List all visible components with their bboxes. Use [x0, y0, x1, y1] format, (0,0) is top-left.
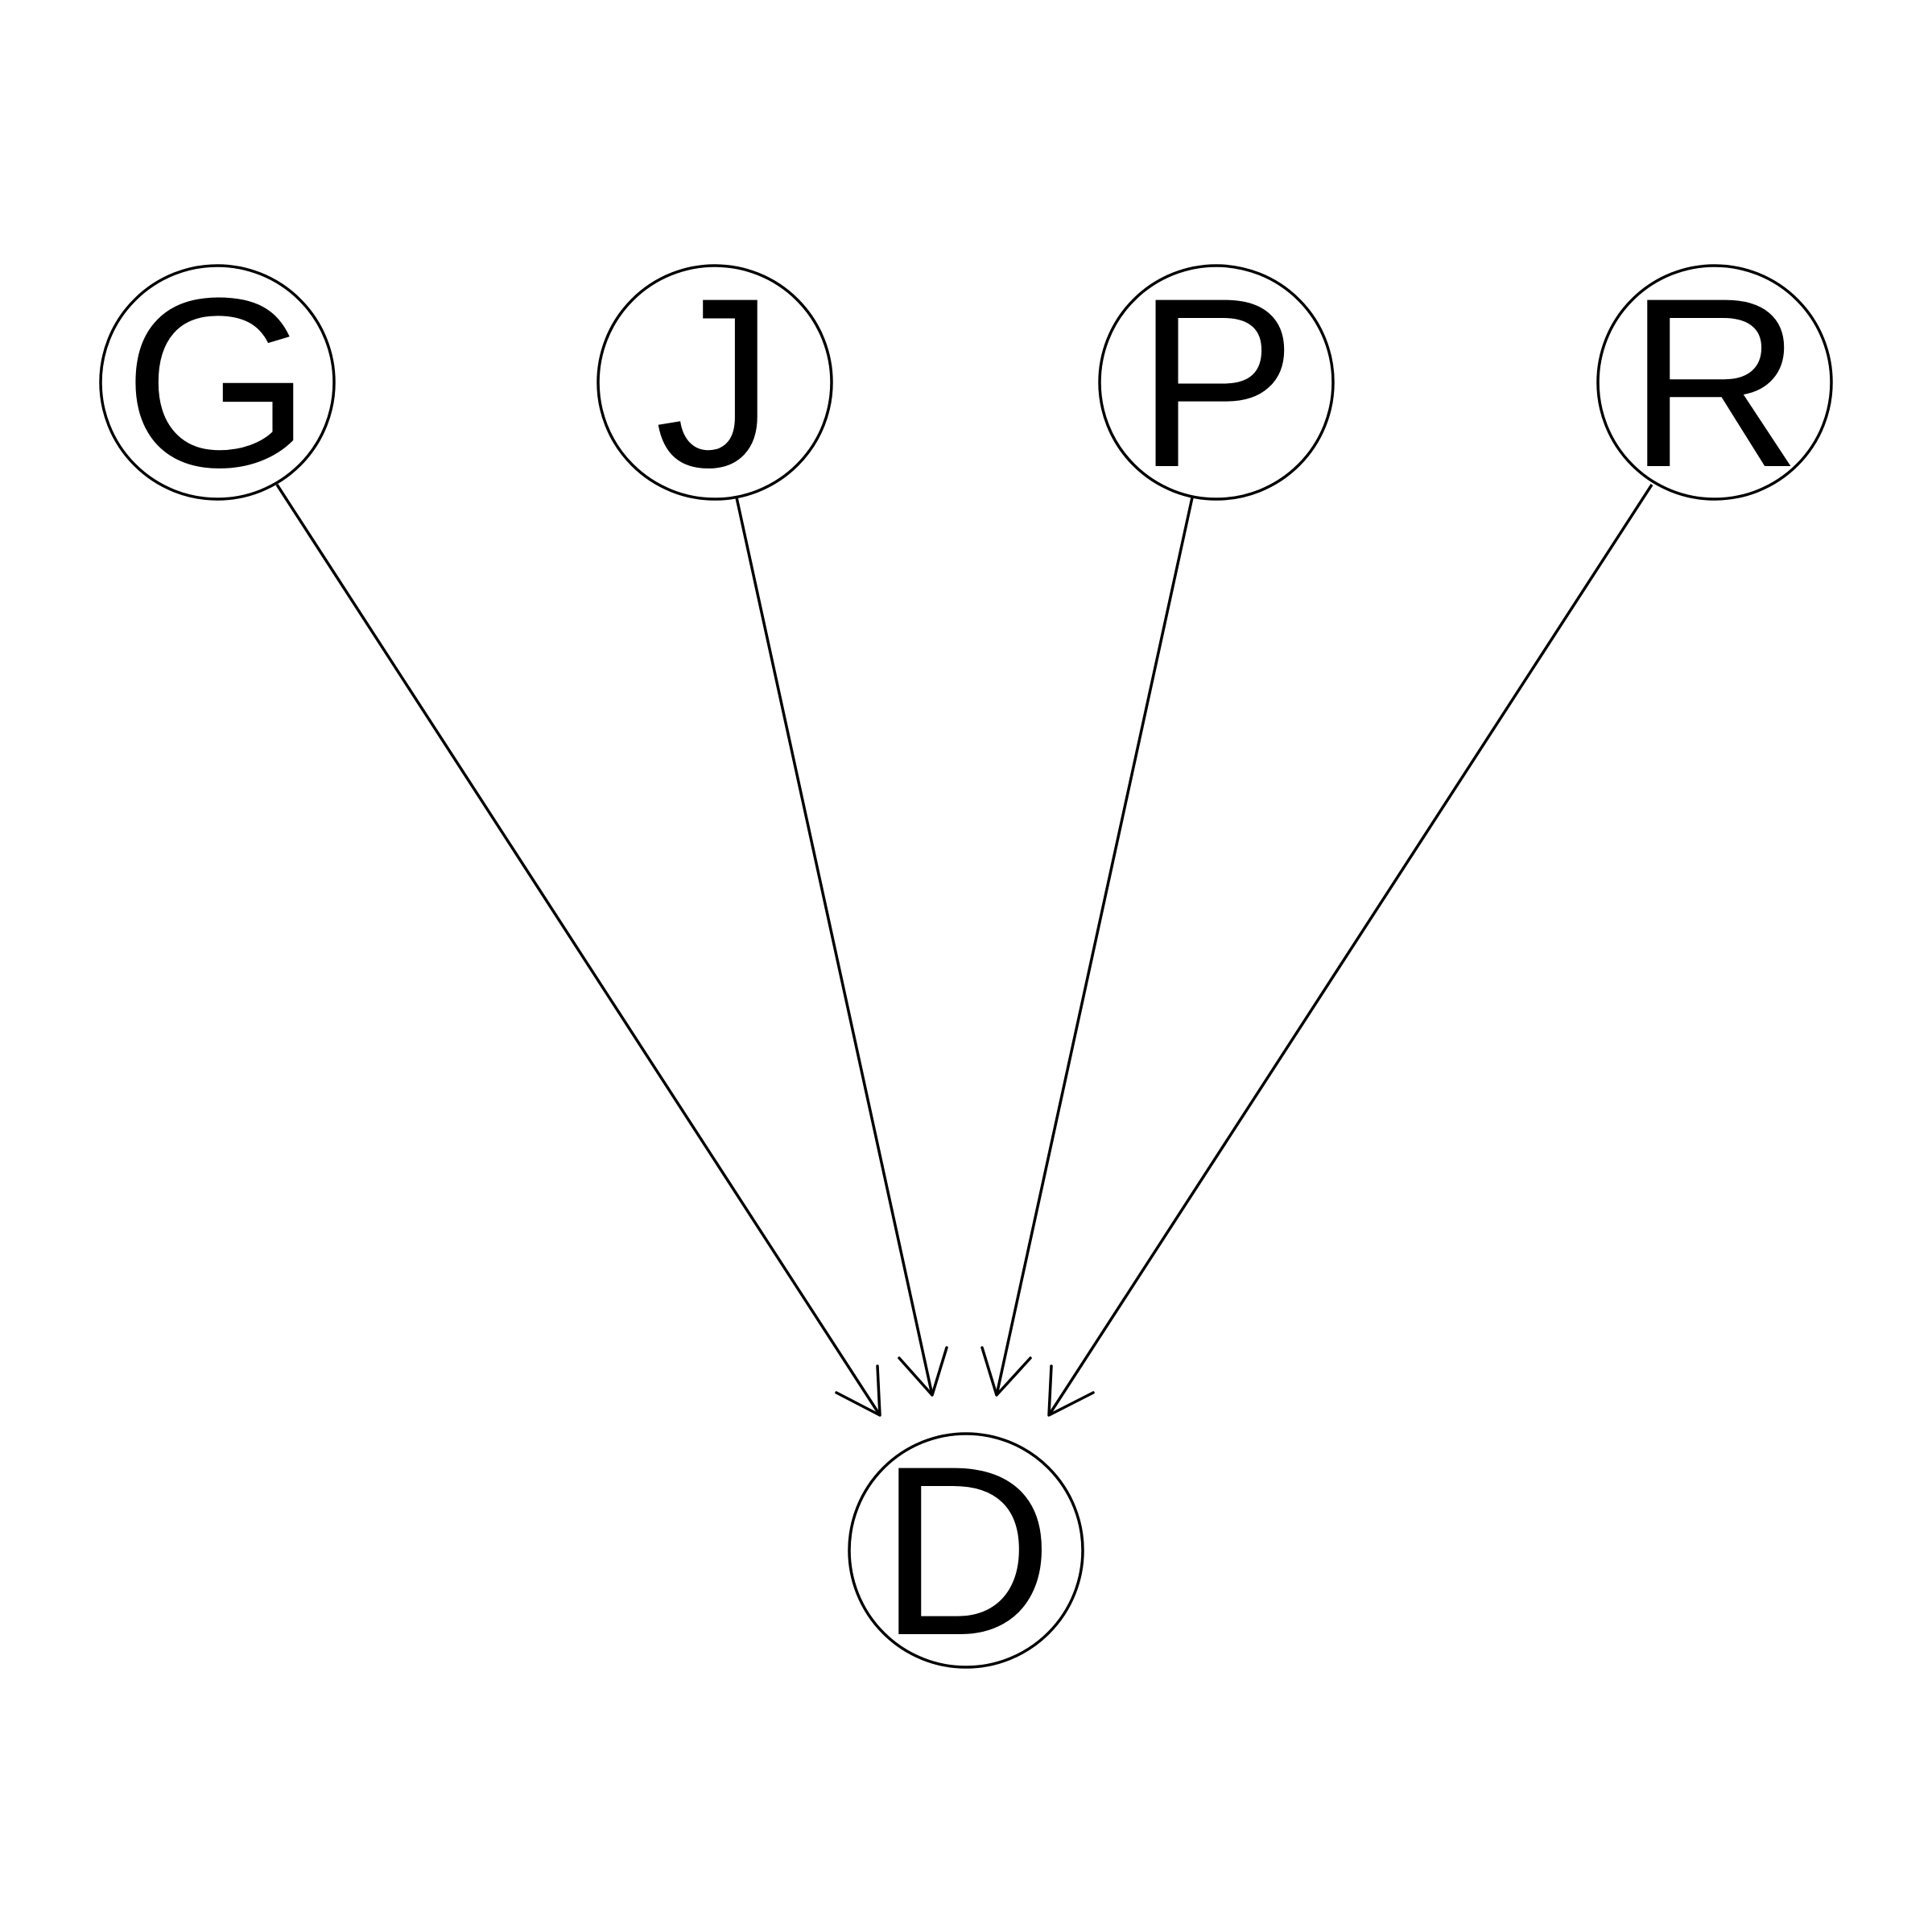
edge-g-to-d [275, 484, 881, 1417]
node-j-circle [597, 264, 833, 501]
node-g-label: G [123, 247, 311, 518]
node-d-label: D [879, 1415, 1054, 1686]
node-p: P [1098, 247, 1335, 518]
node-j: J [597, 247, 833, 518]
edge-line-r-d [1047, 484, 1653, 1416]
edge-r-to-d [1047, 484, 1653, 1417]
arrowhead-j-d [898, 1346, 948, 1397]
arrowhead-p-d [980, 1346, 1032, 1397]
nodes-layer: G J P R D [99, 247, 1833, 1686]
node-g-circle [99, 264, 336, 501]
node-j-label: J [654, 247, 775, 518]
node-d: D [848, 1415, 1084, 1686]
edge-p-to-d [980, 497, 1194, 1397]
node-g: G [99, 247, 336, 518]
node-r: R [1596, 247, 1833, 518]
arrowhead-g-d [835, 1364, 881, 1417]
node-p-label: P [1136, 247, 1297, 518]
node-d-circle [848, 1432, 1084, 1669]
arrowhead-r-d [1047, 1364, 1095, 1417]
node-r-label: R [1628, 247, 1802, 518]
node-p-circle [1098, 264, 1335, 501]
edge-j-to-d [735, 497, 948, 1397]
edge-line-j-d [735, 497, 934, 1396]
edge-line-g-d [275, 484, 881, 1416]
node-r-circle [1596, 264, 1833, 501]
edges-layer [275, 484, 1653, 1417]
edge-line-p-d [995, 497, 1194, 1396]
